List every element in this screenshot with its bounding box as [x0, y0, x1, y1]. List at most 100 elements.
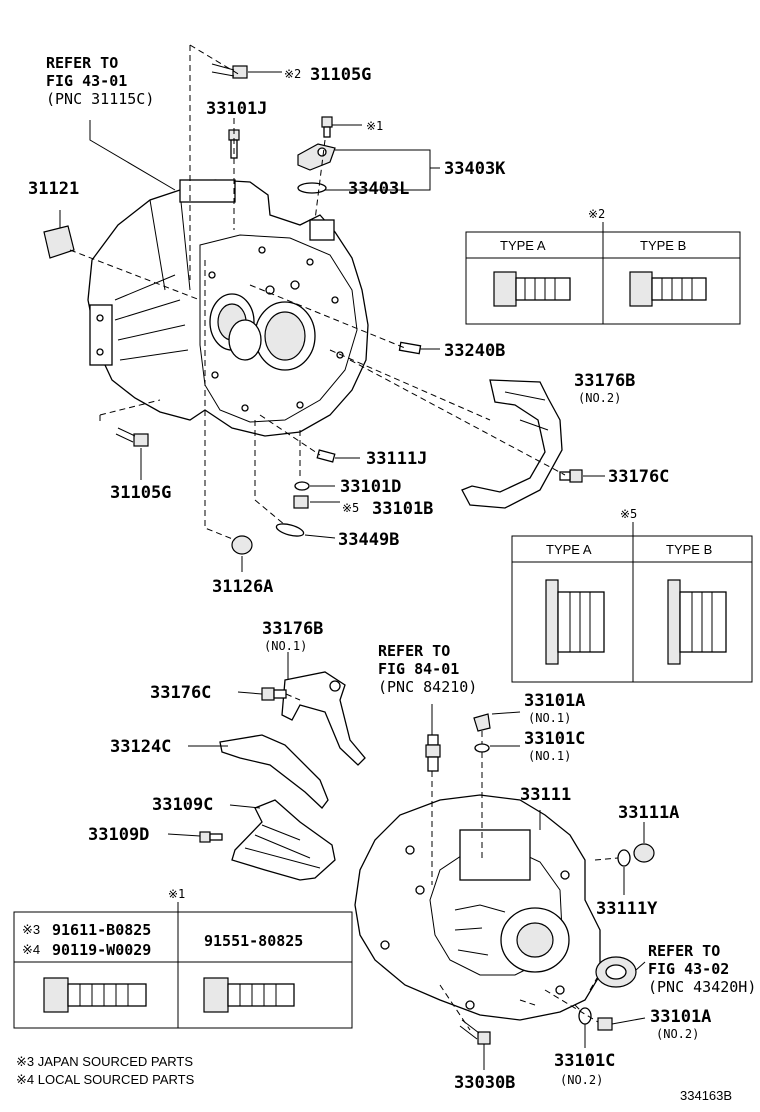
table-mark2: ※2 TYPE A TYPE B	[465, 207, 741, 325]
label-33111: 33111	[520, 785, 571, 805]
ref-fig8401-l3: (PNC 84210)	[378, 678, 477, 696]
label-31121: 31121	[28, 179, 79, 199]
label-31126A: 31126A	[212, 577, 273, 597]
table-mark1-r2-part: 90119-W0029	[52, 941, 151, 959]
bolt-type-b-icon	[629, 271, 707, 307]
washer-33111Y	[617, 849, 631, 867]
washer-33101C-no1	[474, 743, 490, 753]
label-33101C-bottom-sub: (NO.2)	[560, 1073, 603, 1087]
table-mark2-col-b: TYPE B	[640, 238, 686, 253]
label-33109C: 33109C	[152, 795, 213, 815]
leader-lines-lower	[167, 652, 646, 1070]
note-japan-sourced: ※3 JAPAN SOURCED PARTS	[16, 1054, 193, 1069]
label-33176C-top: 33176C	[608, 467, 669, 487]
leader-lines-upper	[59, 44, 605, 572]
label-mark5: ※5	[342, 501, 359, 515]
label-31105G-top: 31105G	[310, 65, 371, 85]
part-labels: REFER TO FIG 43-01 (PNC 31115C) ※2 31105…	[28, 54, 756, 1093]
label-33101C-top-sub: (NO.1)	[528, 749, 571, 763]
washer-33101C-no2	[578, 1007, 592, 1025]
diagram-id: 334163B	[680, 1088, 732, 1103]
plug-type-b-icon	[667, 579, 727, 665]
washer-33101D	[294, 481, 310, 491]
ref-fig4301-l3: (PNC 31115C)	[46, 90, 154, 108]
label-33101B: 33101B	[372, 499, 433, 519]
label-33101A-bottom-sub: (NO.2)	[656, 1027, 699, 1041]
bracket-33176B-no1	[281, 671, 366, 766]
table-mark2-col-a: TYPE A	[500, 238, 546, 253]
bolt-31105G-top	[211, 63, 248, 79]
plug-33101B	[293, 495, 309, 509]
label-33176C-mid: 33176C	[150, 683, 211, 703]
table-mark1-right-part: 91551-80825	[204, 932, 303, 950]
table-mark1-mark: ※1	[168, 887, 185, 901]
label-mark1-top: ※1	[366, 119, 383, 133]
table-mark5: ※5 TYPE A TYPE B	[511, 507, 753, 683]
label-33101C-bottom: 33101C	[554, 1051, 615, 1071]
table-mark1-r1-part: 91611-B0825	[52, 921, 151, 939]
bracket-33176B-no2	[461, 379, 563, 509]
seal-43420H	[595, 956, 637, 988]
table-mark5-col-b: TYPE B	[666, 542, 712, 557]
label-33124C: 33124C	[110, 737, 171, 757]
label-31105G-bottom: 31105G	[110, 483, 171, 503]
note-local-sourced: ※4 LOCAL SOURCED PARTS	[16, 1072, 195, 1087]
bolt-left-icon	[43, 977, 147, 1013]
label-33101A-top: 33101A	[524, 691, 585, 711]
label-33111A: 33111A	[618, 803, 679, 823]
table-mark1-r1-mark: ※3	[22, 922, 40, 937]
plug-33101A-no1	[473, 713, 491, 732]
bolt-31105G-bottom	[115, 427, 149, 447]
label-33111J: 33111J	[366, 449, 427, 469]
ref-fig8401-l2: FIG 84-01	[378, 660, 459, 678]
plate-33403K	[297, 143, 336, 171]
label-33403L: 33403L	[348, 179, 409, 199]
label-33101A-top-sub: (NO.1)	[528, 711, 571, 725]
label-33101C-top: 33101C	[524, 729, 585, 749]
label-33101J: 33101J	[206, 99, 267, 119]
ref-fig4301-l2: FIG 43-01	[46, 72, 127, 90]
cap-31121	[43, 225, 75, 259]
transaxle-housing-lower	[354, 794, 601, 1021]
plate-33124C	[219, 734, 329, 809]
bolt-right-icon	[203, 977, 295, 1013]
table-mark5-mark: ※5	[620, 507, 637, 521]
bolt-33109D	[199, 831, 223, 843]
bolt-type-a-icon	[493, 271, 571, 307]
label-33101D: 33101D	[340, 477, 401, 497]
bolt-33176C-top	[559, 469, 583, 483]
oring-33403L	[297, 182, 327, 194]
table-mark1-r2-mark: ※4	[22, 942, 40, 957]
transaxle-housing-upper	[87, 179, 369, 437]
label-33111Y: 33111Y	[596, 899, 658, 919]
bolt-mark1	[321, 116, 333, 138]
label-31105G-top-mark: ※2	[284, 67, 301, 81]
label-33109D: 33109D	[88, 825, 149, 845]
label-33176B-top: 33176B	[574, 371, 635, 391]
label-33176B-mid-sub: (NO.1)	[264, 639, 307, 653]
label-33176B-top-sub: (NO.2)	[578, 391, 621, 405]
ref-fig4302-l1: REFER TO	[648, 942, 720, 960]
table-mark2-mark: ※2	[588, 207, 605, 221]
sensor-84210	[425, 734, 441, 772]
bolt-33030B	[459, 1019, 491, 1045]
plug-33101A-no2	[597, 1017, 613, 1031]
label-33176B-mid: 33176B	[262, 619, 323, 639]
label-33101A-bottom: 33101A	[650, 1007, 711, 1027]
table-mark1: ※1 ※3 91611-B0825 ※4 90119-W0029 91551-8…	[13, 887, 353, 1029]
pin-33240B	[398, 341, 422, 355]
label-33240B: 33240B	[444, 341, 505, 361]
ref-fig8401-l1: REFER TO	[378, 642, 450, 660]
plug-type-a-icon	[545, 579, 605, 665]
seal-33111A	[633, 843, 655, 863]
table-mark5-col-a: TYPE A	[546, 542, 592, 557]
plug-31126A	[231, 535, 253, 555]
pin-33111J	[316, 449, 336, 463]
label-33030B: 33030B	[454, 1073, 515, 1093]
bolt-33176C-mid	[261, 687, 287, 701]
gasket-33449B	[275, 523, 305, 537]
label-33449B: 33449B	[338, 530, 399, 550]
label-33403K: 33403K	[444, 159, 506, 179]
ref-fig4301-l1: REFER TO	[46, 54, 118, 72]
cover-33109C	[231, 799, 336, 881]
